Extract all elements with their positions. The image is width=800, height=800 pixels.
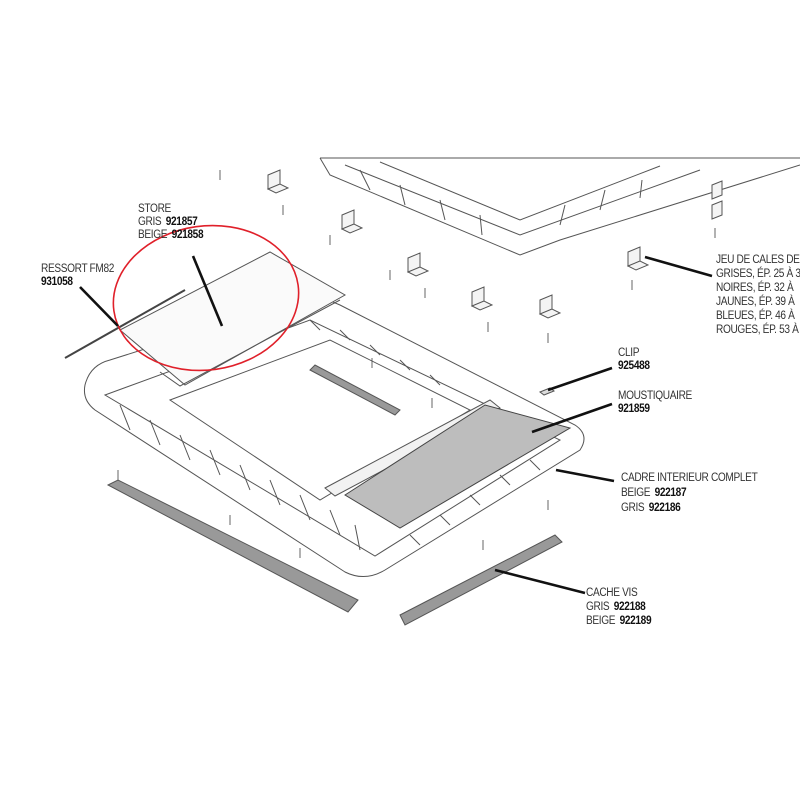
cales-line: BLEUES, ÉP. 46 À [716, 310, 795, 322]
clip-code: 925488 [618, 360, 650, 372]
spring-part [64, 289, 186, 359]
leader-lines [79, 255, 713, 595]
ressort-title: RESSORT FM82 [41, 263, 115, 275]
cache-vis-strip-3 [309, 364, 401, 416]
moustiquaire-title: MOUSTIQUAIRE [618, 390, 692, 402]
moustiquaire-label: MOUSTIQUAIRE 921859 [618, 390, 692, 416]
cales-line: JAUNES, ÉP. 39 À [716, 296, 795, 308]
store-gris: GRIS [138, 216, 162, 228]
inner-frame-part [84, 297, 585, 577]
outer-frame-part [319, 157, 800, 256]
store-title: STORE [138, 203, 171, 215]
cadre-gris-code: 922186 [648, 502, 681, 514]
moustiquaire-part [344, 404, 572, 529]
cache-vis-title: CACHE VIS [586, 587, 638, 599]
cales-line: JEU DE CALES DE [716, 254, 800, 266]
cales-label: JEU DE CALES DE GRISES, ÉP. 25 À 3 NOIRE… [716, 253, 800, 337]
cache-vis-strip-2 [399, 534, 563, 626]
store-highlight-circle [112, 224, 300, 372]
cadre-beige-code: 922187 [654, 487, 687, 499]
shim-parts [266, 169, 723, 319]
store-beige-code: 921858 [171, 229, 204, 241]
cache-vis-gris: GRIS [586, 601, 610, 613]
cache-vis-beige: BEIGE [586, 615, 616, 627]
clip-label: CLIP 925488 [618, 347, 650, 373]
cales-line: GRISES, ÉP. 25 À 3 [716, 268, 800, 280]
cadre-beige: BEIGE [621, 487, 651, 499]
store-gris-code: 921857 [165, 216, 198, 228]
ressort-code: 931058 [41, 276, 73, 288]
cadre-gris: GRIS [621, 502, 645, 514]
moustiquaire-code: 921859 [618, 403, 650, 415]
cache-vis-strip-1 [106, 479, 359, 613]
cales-line: NOIRES, ÉP. 32 À [716, 282, 794, 294]
store-beige: BEIGE [138, 229, 168, 241]
clip-title: CLIP [618, 347, 640, 359]
cache-vis-beige-code: 922189 [619, 615, 652, 627]
screw-parts [117, 170, 716, 558]
ressort-label: RESSORT FM82 931058 [41, 263, 114, 289]
cadre-title: CADRE INTERIEUR COMPLET [621, 472, 758, 484]
cales-line: ROUGES, ÉP. 53 À [716, 324, 799, 336]
cache-vis-gris-code: 922188 [613, 601, 646, 613]
